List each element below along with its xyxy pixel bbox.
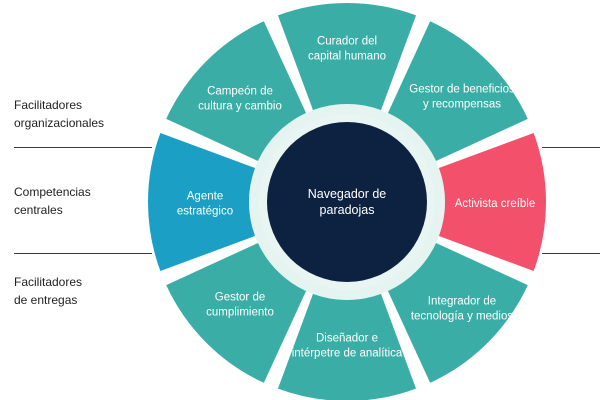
segment-campeon — [166, 21, 307, 162]
segment-label-line: Agente — [187, 191, 223, 203]
segment-gestor-beneficios — [387, 21, 528, 162]
segment-label-line: cumplimiento — [206, 307, 274, 319]
segment-label-disenador: Diseñador e intérpetre de analítica — [292, 333, 403, 360]
center-label-line: paradojas — [320, 203, 375, 217]
segment-gestor-cumplimiento — [166, 242, 307, 383]
center-label: Navegador de paradojas — [308, 187, 387, 217]
segment-label-line: tecnología y medios — [411, 311, 514, 323]
divider-line-left-bottom — [14, 253, 152, 254]
center-label-line: Navegador de — [308, 187, 387, 201]
segment-label-line: Diseñador e — [316, 333, 378, 345]
divider-line-right-bottom — [542, 253, 600, 254]
segment-label-agente: Agente estratégico — [177, 191, 233, 218]
segment-label-line: Curador del — [317, 36, 377, 48]
segment-label-line: y recompensas — [423, 99, 501, 111]
segment-label-line: intérpetre de analítica — [292, 348, 403, 360]
label-organizational-enablers: Facilitadores organizacionales — [14, 98, 105, 130]
segment-label-line: estratégico — [177, 206, 233, 218]
divider-line-left-top — [14, 147, 152, 148]
segment-disenador — [277, 293, 417, 400]
segment-label-campeon: Campeón de cultura y cambio — [198, 86, 282, 113]
segment-label-line: Integrador de — [428, 296, 496, 308]
segment-label-gestor-beneficios: Gestor de beneficios y recompensas — [409, 84, 515, 111]
center-circle — [267, 122, 427, 282]
segment-agente — [148, 132, 256, 272]
segment-label-line: cultura y cambio — [198, 101, 282, 113]
segment-label-line: Campeón de — [207, 86, 273, 98]
segment-label-line: Gestor de beneficios — [409, 84, 515, 96]
label-core-competencies: Competencias centrales — [14, 185, 91, 217]
label-delivery-enablers: Facilitadores de entregas — [14, 275, 83, 307]
segment-activista — [438, 132, 546, 272]
segment-label-curador: Curador del capital humano — [308, 36, 386, 63]
segment-label-line: Activista creíble — [455, 198, 536, 210]
segment-label-activista: Activista creíble — [455, 198, 536, 210]
segment-label-line: Gestor de — [215, 292, 266, 304]
segment-label-line: capital humano — [308, 51, 386, 63]
segment-label-integrador: Integrador de tecnología y medios — [411, 296, 514, 323]
segment-label-gestor-cumplimiento: Gestor de cumplimiento — [206, 292, 274, 319]
segment-curador — [277, 3, 417, 111]
segment-integrador — [387, 242, 528, 383]
divider-line-right-top — [542, 147, 600, 148]
